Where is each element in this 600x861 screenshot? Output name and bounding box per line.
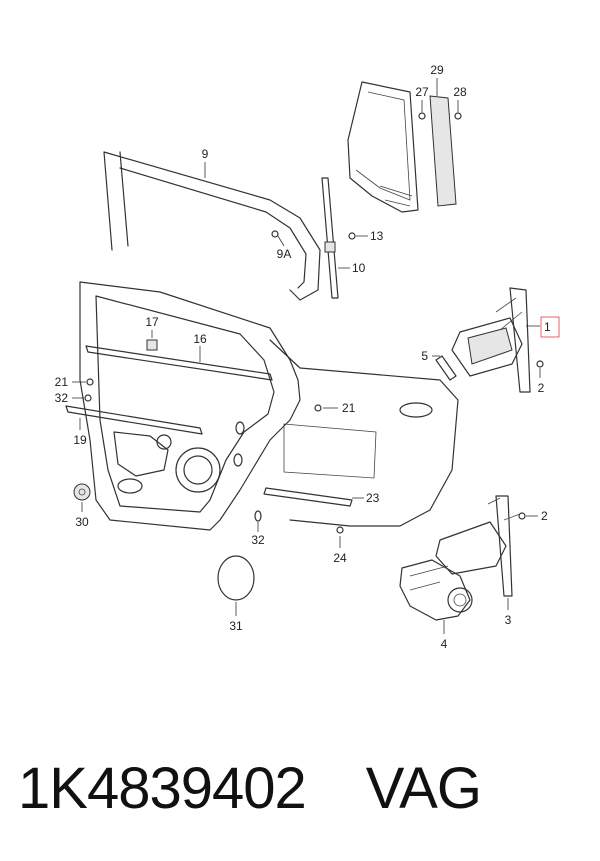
label-2-upper: 2 [538,381,545,395]
label-9a: 9A [277,247,292,261]
label-24: 24 [333,551,347,565]
label-4: 4 [441,637,448,651]
part-caption: 1K4839402 VAG [18,748,588,828]
label-1-highlight [540,316,560,338]
brand-name: VAG [365,755,482,821]
screw-13 [348,232,368,240]
inner-strip-19 [65,405,203,435]
label-29: 29 [430,63,444,77]
label-30: 30 [75,515,89,529]
label-32-bottom: 32 [251,533,265,547]
screw-2-upper [536,360,544,378]
label-2-lower: 2 [541,509,548,523]
bolt-9a [271,230,285,247]
label-23: 23 [366,491,380,505]
window-regulator-1 [451,287,531,393]
label-32-left: 32 [55,391,69,405]
plug-32-left [72,394,92,402]
door-frame-trim-29 [347,81,457,213]
label-16: 16 [193,332,207,346]
label-10: 10 [352,261,366,275]
plug-32-bottom [254,510,262,532]
clip-17 [146,330,158,351]
label-28: 28 [453,85,467,99]
label-27: 27 [415,85,429,99]
guide-rail-10 [321,177,350,299]
grommet-30 [73,483,91,512]
screw-27 [418,112,426,120]
label-21-left: 21 [55,375,69,389]
door-panel [79,281,459,531]
bolt-5 [432,355,457,381]
label-17: 17 [145,315,159,329]
cover-31 [217,555,255,616]
label-1: 1 [544,320,551,334]
window-regulator-3 [435,495,521,610]
window-motor-4 [399,559,473,634]
label-13: 13 [370,229,384,243]
strip-23 [263,487,364,507]
window-seal-9 [103,151,321,301]
label-5: 5 [421,349,428,363]
door-openings [113,421,245,494]
screw-24 [336,526,344,548]
label-9: 9 [202,147,209,161]
part-number: 1K4839402 [18,755,307,821]
window-strip-16 [85,345,273,381]
screw-21-right [314,404,338,412]
screw-21-left [72,378,94,386]
label-21-right: 21 [342,401,356,415]
screw-2-lower [518,512,538,520]
label-3: 3 [505,613,512,627]
label-19: 19 [73,433,87,447]
exploded-parts-diagram: 29 27 28 9 9A 13 10 17 16 1 5 2 21 32 21… [55,63,560,651]
label-31: 31 [229,619,243,633]
screw-28 [454,112,462,120]
